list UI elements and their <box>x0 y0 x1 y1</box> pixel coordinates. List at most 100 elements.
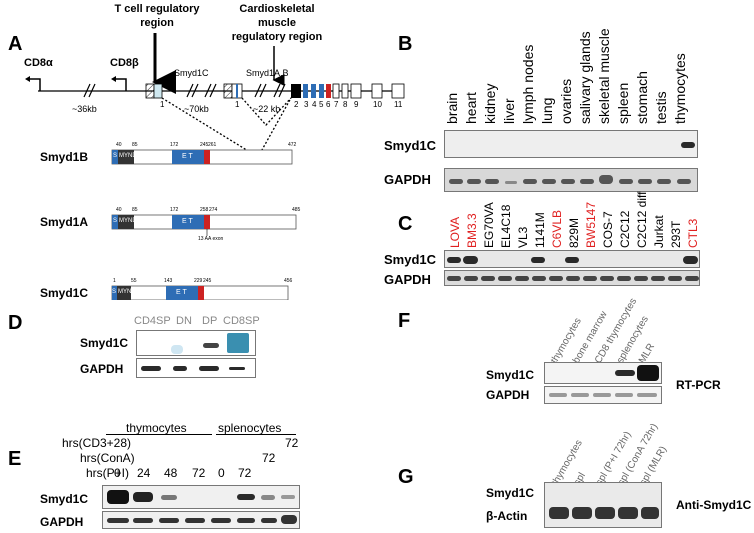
panel-c-gapdh-blot <box>444 270 700 286</box>
panel-e-row-gapdh: GAPDH <box>40 515 84 529</box>
cell-line-label: EG70VA <box>482 202 496 248</box>
gene-locus-diagram <box>25 33 405 300</box>
panel-e-cond-cona: hrs(ConA) <box>80 451 135 465</box>
smyd1ab-gene-label: Smyd1A,B <box>246 68 289 78</box>
panel-b-letter: B <box>398 33 413 55</box>
tissue-label: lymph nodes <box>520 44 536 124</box>
cell-line-label: Jurkat <box>652 215 666 248</box>
isoform-name-smyd1b: Smyd1B <box>40 150 89 164</box>
panel-d-col-dp: DP <box>202 315 218 327</box>
panel-g-method: Anti-Smyd1C <box>676 498 752 512</box>
panel-b-row-gapdh: GAPDH <box>384 172 431 187</box>
tissue-label: kidney <box>482 83 498 124</box>
panel-g-blot <box>544 482 662 528</box>
panel-e-cona-value: 72 <box>262 451 276 465</box>
isoform-tick: 55 <box>131 278 137 284</box>
exon-11 <box>391 83 405 99</box>
isoform-tick: 1 <box>113 278 116 284</box>
isoform-tick: 85 <box>132 142 138 148</box>
panel-e-pi-value: 72 <box>238 466 252 480</box>
cell-line-label: 1141M <box>533 212 547 248</box>
isoform-tick: 229 <box>194 278 203 284</box>
cd8b-label: CD8β <box>110 57 139 69</box>
exon-number: 1 <box>160 100 165 109</box>
tissue-label: stomach <box>634 71 650 124</box>
panel-e-pi-value: 24 <box>137 466 151 480</box>
isoform-tick: 258 <box>200 207 209 213</box>
isoform-tick: 261 <box>208 142 217 148</box>
isoform-tick: 85 <box>132 207 138 213</box>
exon-number: 9 <box>354 100 359 109</box>
tissue-label: testis <box>653 91 669 124</box>
panel-e-thymocytes-bracket <box>106 434 212 435</box>
panel-f-row-smyd1c: Smyd1C <box>486 368 535 382</box>
panel-e-group-thymocytes: thymocytes <box>126 421 187 435</box>
distance-22kb: ~22 kb <box>253 104 281 114</box>
cell-line-label: COS-7 <box>601 211 615 248</box>
panel-d-col-dn: DN <box>176 315 192 327</box>
panel-d-col-cd4sp: CD4SP <box>134 315 171 327</box>
panel-c-smyd1c-blot <box>444 250 700 268</box>
panel-b-gapdh-blot <box>444 168 698 192</box>
panel-e-smyd1c-blot <box>102 485 300 509</box>
tissue-label: heart <box>463 92 479 124</box>
distance-70kb: ~70kb <box>184 104 209 114</box>
exon-number: 2 <box>294 100 299 109</box>
tissue-label: lung <box>539 97 555 124</box>
exon-number: 7 <box>334 100 339 109</box>
tissue-label: salivary glands <box>577 31 593 124</box>
panel-e-group-splenocytes: splenocytes <box>218 421 282 435</box>
exon-number: 4 <box>312 100 317 109</box>
exon-number: 5 <box>319 100 324 109</box>
isoform-smyd1a <box>111 214 297 236</box>
exon-10 <box>371 83 383 99</box>
domain-s: S <box>112 289 117 295</box>
panel-d-letter: D <box>8 312 23 334</box>
cell-line-label: CTL3 <box>686 218 700 248</box>
isoform-tick: 456 <box>284 278 293 284</box>
panel-e-pi-value: 0 <box>114 466 121 480</box>
exon-3 <box>303 84 308 98</box>
panel-b-smyd1c-blot <box>444 130 698 158</box>
cd8b-promoter-arrow <box>116 78 127 91</box>
panel-c-letter: C <box>398 213 413 235</box>
panel-d-col-cd8sp: CD8SP <box>223 315 260 327</box>
domain-mynd: MYND <box>118 289 136 295</box>
domain-s: S <box>113 218 118 224</box>
exon-number: 1 <box>235 100 240 109</box>
cell-line-label: LOVA <box>448 216 462 248</box>
cell-line-label: C2C12 <box>618 210 632 248</box>
thirteen-aa-exon-note: 13 AA exon <box>198 236 224 242</box>
panel-c-row-gapdh: GAPDH <box>384 272 431 287</box>
panel-e-splenocytes-bracket <box>216 434 296 435</box>
exon-4 <box>311 84 316 98</box>
panel-g-row-smyd1c: Smyd1C <box>486 486 535 500</box>
panel-e-cond-pi: hrs(P+I) <box>86 466 130 480</box>
isoform-tick: 485 <box>292 207 301 213</box>
panel-d-gapdh-blot <box>136 358 256 378</box>
exon-9 <box>350 83 362 99</box>
domain-s: S <box>113 153 118 159</box>
panel-e-cd3-value: 72 <box>285 436 299 450</box>
isoform-tick: 40 <box>116 207 122 213</box>
domain-mynd: MYND <box>119 153 137 159</box>
smyd1ab-splice-line <box>241 97 292 126</box>
cd8a-label: CD8α <box>24 57 53 69</box>
smyd1c-exon1 <box>153 83 163 99</box>
isoform-tick: 245 <box>200 142 209 148</box>
isoform-tick: 143 <box>164 278 173 284</box>
isoform-tick: 245 <box>203 278 212 284</box>
exon-8 <box>341 83 349 99</box>
exon-5 <box>319 84 324 98</box>
panel-d-row-gapdh: GAPDH <box>80 362 124 376</box>
tissue-label: liver <box>501 98 517 124</box>
exon-7 <box>332 83 340 99</box>
panel-g-row-actin: β-Actin <box>486 509 528 523</box>
isoform-tick: 274 <box>209 207 218 213</box>
panel-e-pi-value: 0 <box>218 466 225 480</box>
domain-set: E T <box>176 289 187 296</box>
cell-line-label: VL3 <box>516 226 530 248</box>
panel-f-method: RT-PCR <box>676 378 721 392</box>
tissue-label: thymocytes <box>672 53 688 124</box>
cd8a-promoter-arrow <box>30 78 41 91</box>
